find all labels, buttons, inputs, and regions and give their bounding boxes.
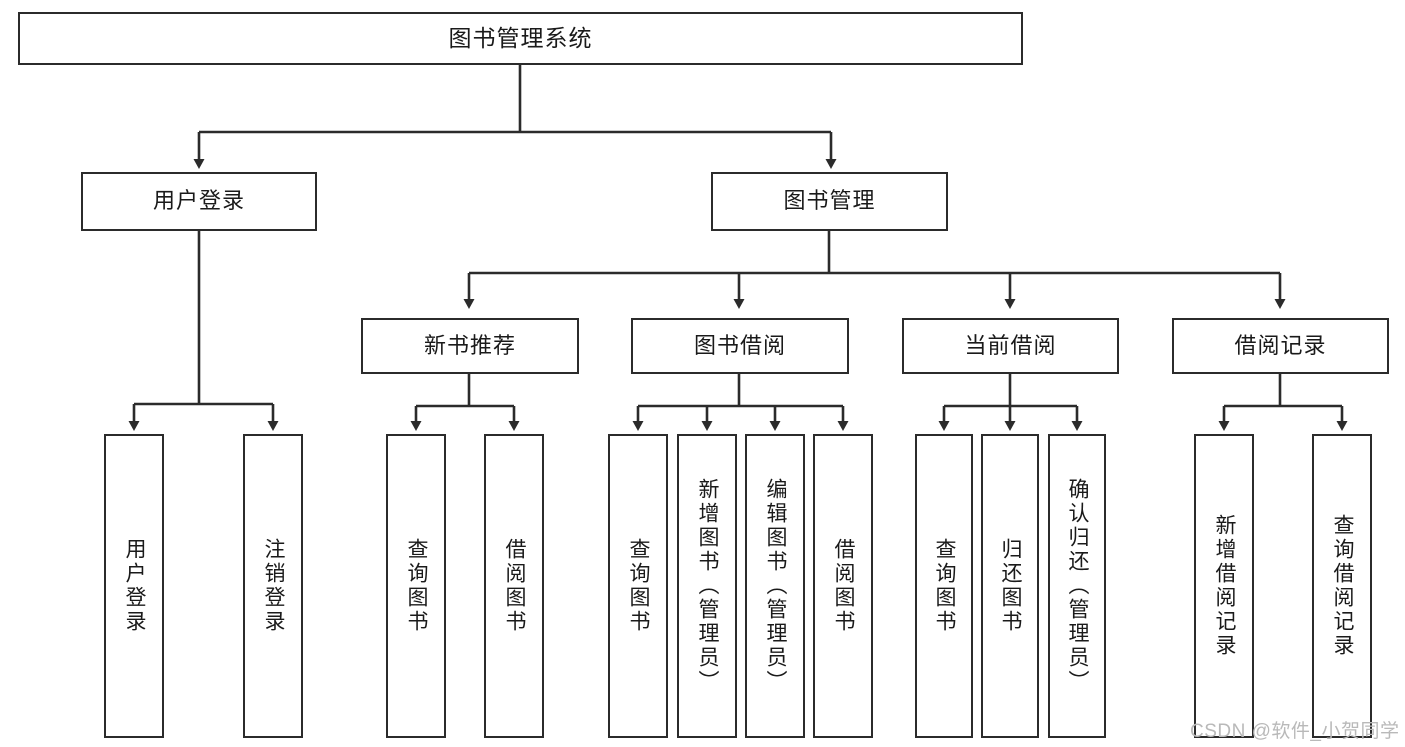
node-root-system[interactable]: 图书管理系统 (18, 12, 1023, 65)
node-label: 查询图书 (933, 538, 957, 634)
node-label: 编辑图书（管理员） (764, 478, 788, 694)
node-label: 查询图书 (627, 538, 651, 634)
node-label: 确认归还（管理员） (1066, 478, 1090, 694)
node-label: 新增借阅记录 (1213, 514, 1237, 658)
leaf-query-book-borrow[interactable]: 查询图书 (608, 434, 668, 738)
node-label: 查询借阅记录 (1331, 514, 1355, 658)
node-user-login[interactable]: 用户登录 (81, 172, 317, 231)
node-current-borrow[interactable]: 当前借阅 (902, 318, 1119, 374)
node-label: 借阅图书 (503, 538, 527, 634)
node-book-management[interactable]: 图书管理 (711, 172, 948, 231)
leaf-edit-book-admin[interactable]: 编辑图书（管理员） (745, 434, 805, 738)
leaf-borrow-book-recommend[interactable]: 借阅图书 (484, 434, 544, 738)
leaf-add-book-admin[interactable]: 新增图书（管理员） (677, 434, 737, 738)
node-label: 查询图书 (405, 538, 429, 634)
node-label: 新增图书（管理员） (696, 478, 720, 694)
node-label: 归还图书 (999, 538, 1023, 634)
node-label: 借阅图书 (832, 538, 856, 634)
csdn-watermark: CSDN @软件_小贺同学 (1190, 721, 1400, 742)
leaf-query-book-current[interactable]: 查询图书 (915, 434, 973, 738)
node-label: 注销登录 (262, 538, 286, 634)
leaf-query-borrow-record[interactable]: 查询借阅记录 (1312, 434, 1372, 738)
node-label: 用户登录 (123, 538, 147, 634)
leaf-borrow-book-borrow[interactable]: 借阅图书 (813, 434, 873, 738)
leaf-add-borrow-record[interactable]: 新增借阅记录 (1194, 434, 1254, 738)
leaf-logout-login[interactable]: 注销登录 (243, 434, 303, 738)
leaf-return-book[interactable]: 归还图书 (981, 434, 1039, 738)
node-new-book-recommend[interactable]: 新书推荐 (361, 318, 579, 374)
leaf-query-book-recommend[interactable]: 查询图书 (386, 434, 446, 738)
leaf-user-login[interactable]: 用户登录 (104, 434, 164, 738)
leaf-confirm-return-admin[interactable]: 确认归还（管理员） (1048, 434, 1106, 738)
node-book-borrow[interactable]: 图书借阅 (631, 318, 849, 374)
node-borrow-record[interactable]: 借阅记录 (1172, 318, 1389, 374)
